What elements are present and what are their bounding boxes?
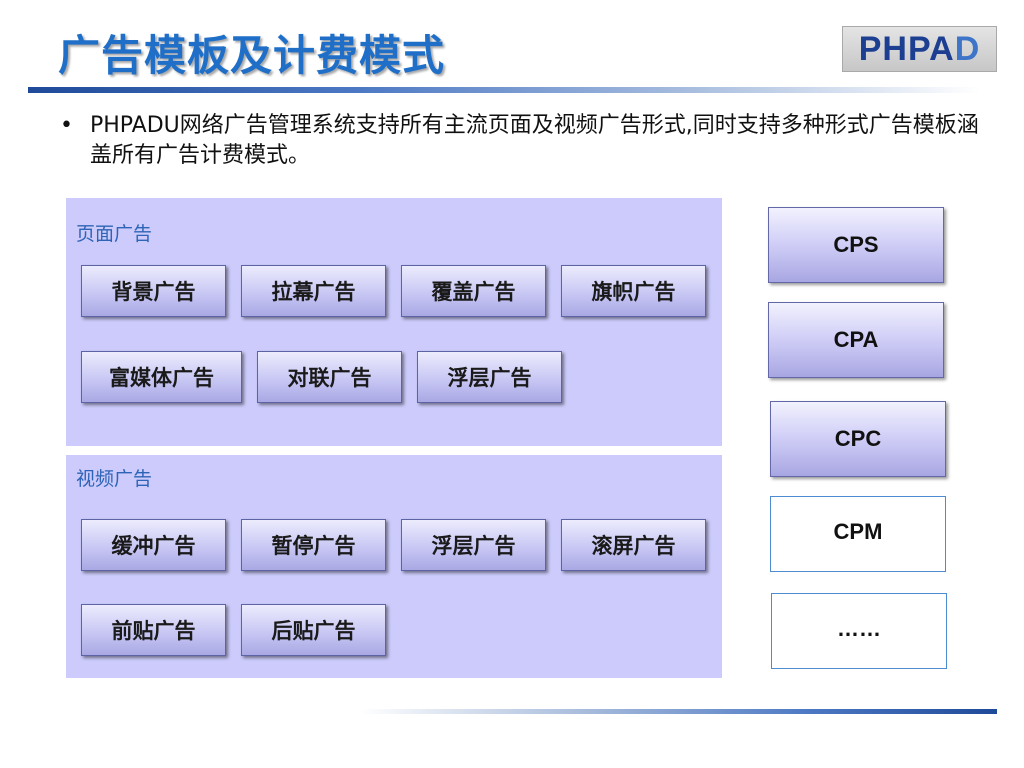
- logo-text-dark: PHPA: [858, 29, 955, 68]
- ad-type-button[interactable]: 前贴广告: [81, 604, 226, 656]
- video-ads-panel: 视频广告 缓冲广告 暂停广告 浮层广告 滚屏广告 前贴广告 后贴广告: [66, 455, 722, 678]
- ad-type-button[interactable]: 富媒体广告: [81, 351, 242, 403]
- billing-cpm-box[interactable]: CPM: [770, 496, 946, 572]
- ad-type-button[interactable]: 旗帜广告: [561, 265, 706, 317]
- ad-type-button[interactable]: 浮层广告: [401, 519, 546, 571]
- page-ads-title: 页面广告: [76, 223, 153, 245]
- ad-type-button[interactable]: 滚屏广告: [561, 519, 706, 571]
- ad-type-button[interactable]: 覆盖广告: [401, 265, 546, 317]
- ad-type-button[interactable]: 对联广告: [257, 351, 402, 403]
- ad-type-button[interactable]: 后贴广告: [241, 604, 386, 656]
- billing-cps-box[interactable]: CPS: [768, 207, 944, 283]
- bullet-text: PHPADU网络广告管理系统支持所有主流页面及视频广告形式,同时支持多种形式广告…: [90, 113, 979, 168]
- video-ads-title: 视频广告: [76, 468, 153, 490]
- ad-type-button[interactable]: 背景广告: [81, 265, 226, 317]
- page-ads-panel: 页面广告 背景广告 拉幕广告 覆盖广告 旗帜广告 富媒体广告 对联广告 浮层广告: [66, 198, 722, 446]
- billing-more-box[interactable]: ……: [771, 593, 947, 669]
- logo-text-light: D: [954, 29, 981, 68]
- billing-cpa-box[interactable]: CPA: [768, 302, 944, 378]
- footer-divider: [360, 709, 997, 714]
- ad-type-button[interactable]: 浮层广告: [417, 351, 562, 403]
- bullet-icon: •: [60, 113, 73, 138]
- ad-type-button[interactable]: 缓冲广告: [81, 519, 226, 571]
- ad-type-button[interactable]: 暂停广告: [241, 519, 386, 571]
- ad-type-button[interactable]: 拉幕广告: [241, 265, 386, 317]
- title-divider: [28, 87, 980, 93]
- billing-cpc-box[interactable]: CPC: [770, 401, 946, 477]
- slide-title: 广告模板及计费模式: [58, 31, 446, 80]
